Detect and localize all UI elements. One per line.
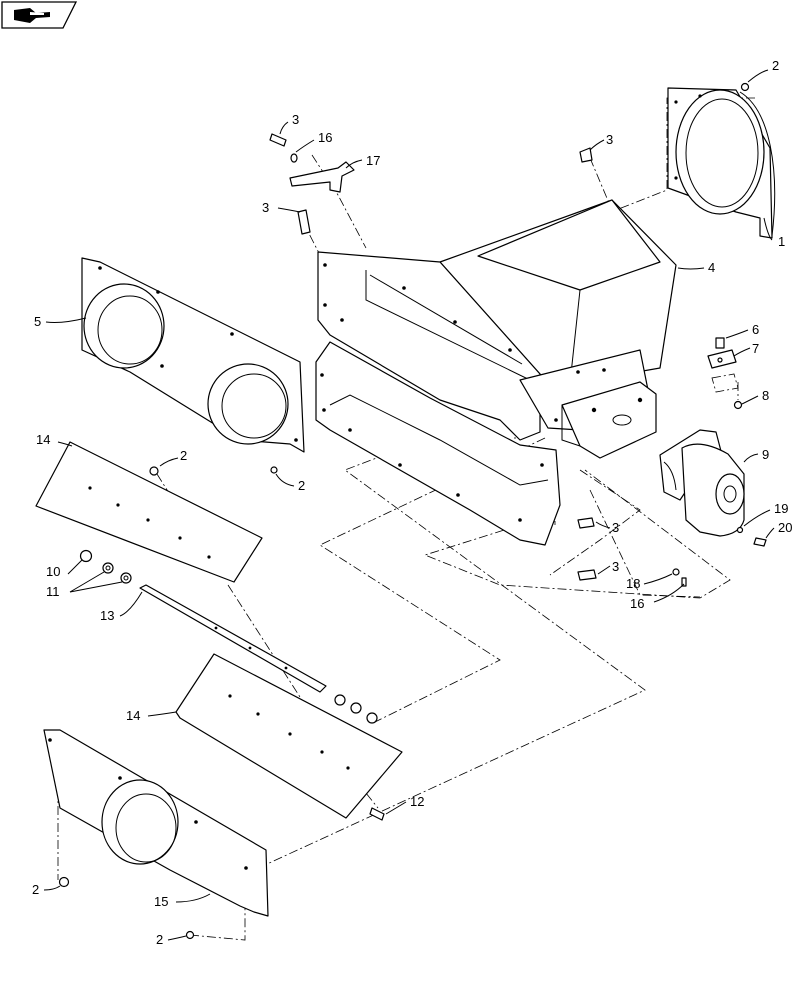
callout-14-b: 14 <box>126 708 140 723</box>
callout-4: 4 <box>708 260 715 275</box>
callout-12: 12 <box>410 794 424 809</box>
callout-3-c: 3 <box>606 132 613 147</box>
callout-11: 11 <box>46 584 60 599</box>
callout-10: 10 <box>46 564 60 579</box>
callout-13: 13 <box>100 608 114 623</box>
callout-16-a: 16 <box>318 130 332 145</box>
callout-2-b: 2 <box>180 448 187 463</box>
callout-19: 19 <box>774 501 788 516</box>
callout-1: 1 <box>778 234 785 249</box>
callout-17: 17 <box>366 153 380 168</box>
callout-14-a: 14 <box>36 432 50 447</box>
callout-2-e: 2 <box>156 932 163 947</box>
callout-2-top: 2 <box>772 58 779 73</box>
callout-3-a: 3 <box>292 112 299 127</box>
support-rod <box>139 584 327 693</box>
air-duct <box>315 199 677 546</box>
callout-leaders <box>43 69 775 941</box>
fan-shroud <box>667 87 776 239</box>
callout-3-e: 3 <box>612 559 619 574</box>
callout-5: 5 <box>34 314 41 329</box>
callout-2-d: 2 <box>32 882 39 897</box>
callout-9: 9 <box>762 447 769 462</box>
clamp-hardware <box>707 337 743 410</box>
single-port-housing <box>43 729 269 917</box>
muffler-bracket <box>561 381 657 459</box>
callout-16-b: 16 <box>630 596 644 611</box>
screen-plate-lower <box>175 653 403 819</box>
callout-2-c: 2 <box>298 478 305 493</box>
callout-3-d: 3 <box>612 520 619 535</box>
screen-plate-upper <box>35 441 263 583</box>
callout-20: 20 <box>778 520 792 535</box>
callout-labels: 2 1 3 16 17 3 3 4 5 6 7 8 9 14 2 2 19 20… <box>32 58 792 947</box>
callout-3-b: 3 <box>262 200 269 215</box>
callout-6: 6 <box>752 322 759 337</box>
callout-15: 15 <box>154 894 168 909</box>
book-page-icon[interactable] <box>1 1 78 29</box>
callout-18: 18 <box>626 576 640 591</box>
muffler <box>659 429 745 537</box>
callout-8: 8 <box>762 388 769 403</box>
dual-port-housing <box>81 257 305 453</box>
callout-7: 7 <box>752 341 759 356</box>
fasteners <box>58 82 767 940</box>
